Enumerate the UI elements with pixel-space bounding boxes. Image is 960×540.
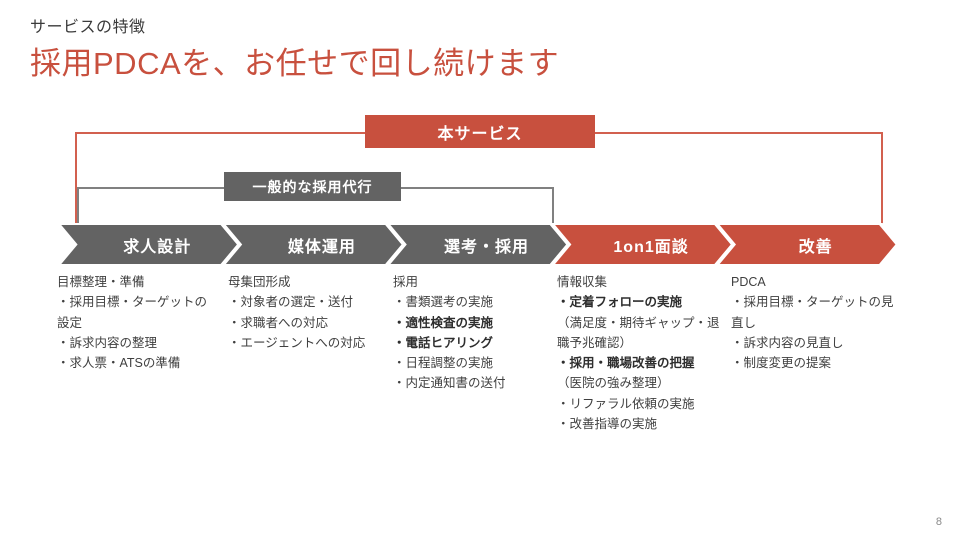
column-list-item: ・採用目標・ターゲットの設定 xyxy=(57,295,208,330)
column-list-item: ・訴求内容の見直し xyxy=(731,335,844,350)
column-list-item: ・日程調整の実施 xyxy=(393,356,494,370)
column-list-item: ・訴求内容の整理 xyxy=(57,335,158,350)
column-list-item: ・エージェントへの対応 xyxy=(228,335,366,350)
process-step-shape-4 xyxy=(711,221,901,268)
column-list-item: ・採用目標・ターゲットの見直し xyxy=(731,295,894,330)
slide-header: サービスの特徴 採用PDCAを、お任せで回し続けます xyxy=(30,18,559,85)
slide-eyebrow: サービスの特徴 xyxy=(30,19,146,36)
column-list-item: ・電話ヒアリング xyxy=(393,335,494,350)
detail-column-2: 採用・書類選考の実施・適性検査の実施・電話ヒアリング・日程調整の実施・内定通知書… xyxy=(393,272,551,394)
column-heading: PDCA xyxy=(731,275,766,289)
banner-general-service: 一般的な採用代行 xyxy=(224,172,401,201)
column-list-item: ・制度変更の提案 xyxy=(731,356,832,370)
column-list-item: ・書類選考の実施 xyxy=(393,295,494,310)
column-list-item: （満足度・期待ギャップ・退職予兆確認） xyxy=(557,315,720,350)
detail-column-4: PDCA ・採用目標・ターゲットの見直し・訴求内容の見直し・制度変更の提案 xyxy=(731,272,899,373)
page-number: 8 xyxy=(935,516,942,528)
process-chevron-shapes xyxy=(52,221,901,268)
column-heading: 採用 xyxy=(393,275,419,289)
column-heading: 情報収集 xyxy=(557,275,608,289)
column-list-item: ・内定通知書の送付 xyxy=(393,376,506,391)
column-list-item: ・求職者への対応 xyxy=(228,315,329,330)
column-heading: 目標整理・準備 xyxy=(57,275,145,289)
banner-main-service: 本サービス xyxy=(365,115,595,148)
process-step-shape-2 xyxy=(381,221,572,268)
page-title: 採用PDCAを、お任せで回し続けます xyxy=(30,45,560,81)
column-list-item: ・改善指導の実施 xyxy=(557,416,658,431)
detail-column-3: 情報収集・定着フォローの実施 （満足度・期待ギャップ・退職予兆確認） ・採用・職場改… xyxy=(557,272,723,434)
column-list-item: ・定着フォローの実施 xyxy=(557,295,683,310)
column-list-item: （医院の強み整理） xyxy=(557,376,670,391)
detail-column-1: 母集団形成・対象者の選定・送付・求職者への対応・エージェントへの対応 xyxy=(228,272,388,353)
column-list-item: ・リファラル依頼の実施 xyxy=(557,396,695,411)
column-heading: 母集団形成 xyxy=(228,275,291,289)
process-step-shape-3 xyxy=(546,221,737,268)
process-step-shape-1 xyxy=(217,221,407,268)
column-list-item: ・求人票・ATSの準備 xyxy=(57,356,181,370)
column-list-item: ・採用・職場改善の把握 xyxy=(557,356,695,370)
column-list-item: ・対象者の選定・送付 xyxy=(228,295,354,310)
process-step-shape-0 xyxy=(52,221,243,268)
column-list-item: ・適性検査の実施 xyxy=(393,315,494,330)
detail-column-0: 目標整理・準備・採用目標・ターゲットの設定・訴求内容の整理・求人票・ATSの準備 xyxy=(57,272,215,373)
